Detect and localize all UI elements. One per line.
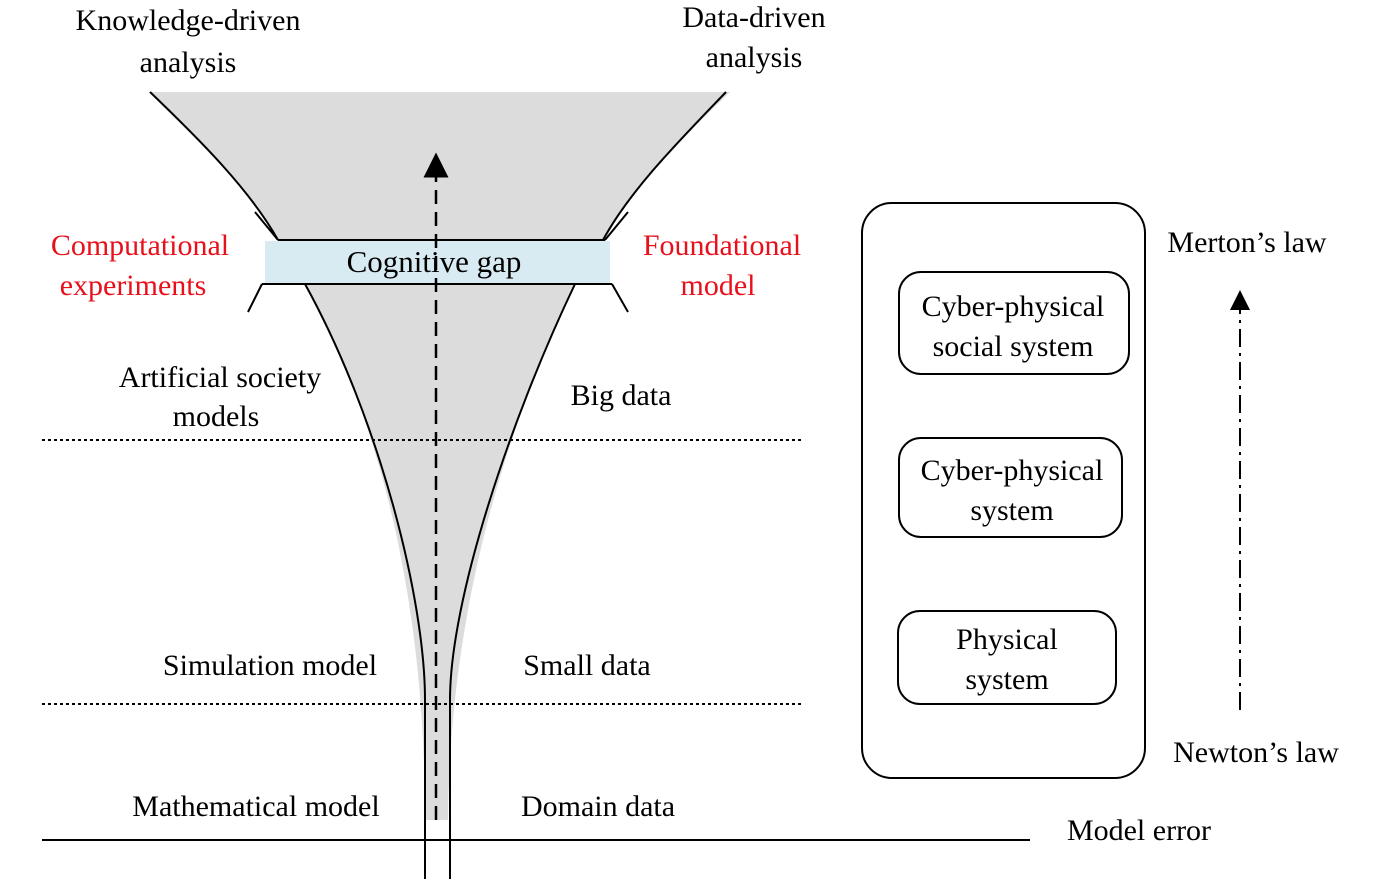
- cognitive-gap-label: Cognitive gap: [347, 244, 522, 279]
- physical-system-box: [897, 610, 1117, 705]
- physical-system-label-line1: Physical: [956, 623, 1058, 656]
- systems-panel: [861, 202, 1146, 779]
- cpss-label-line2: social system: [933, 330, 1094, 363]
- cognitive-gap-band: [265, 241, 610, 283]
- cps-label-line1: Cyber-physical: [921, 454, 1104, 487]
- domain-data-label: Domain data: [521, 790, 675, 823]
- gap-bracket-top-left: [254, 211, 279, 241]
- cyber-physical-system-box: [898, 437, 1123, 538]
- cps-label-line2: system: [970, 494, 1053, 527]
- funnel-lower-area: [305, 284, 575, 820]
- data-driven-label-line1: Data-driven: [682, 1, 825, 34]
- cpss-label-line1: Cyber-physical: [922, 290, 1105, 323]
- mertons-law-label: Merton’s law: [1167, 226, 1326, 259]
- mathematical-model-label: Mathematical model: [132, 790, 379, 823]
- computational-experiments-label-line1: Computational: [51, 229, 229, 262]
- funnel-lower-right-edge: [449, 283, 576, 879]
- model-error-label: Model error: [1067, 814, 1211, 847]
- big-data-label: Big data: [571, 379, 672, 412]
- funnel-upper-area: [150, 92, 730, 240]
- cyber-physical-social-system-box: [898, 271, 1130, 375]
- artificial-society-label-line1: Artificial society: [119, 361, 321, 394]
- funnel-upper-right-edge: [602, 91, 727, 241]
- small-data-label: Small data: [523, 649, 650, 682]
- gap-bracket-bottom-left: [247, 283, 263, 313]
- gap-bracket-top-right: [604, 211, 629, 241]
- newtons-law-label: Newton’s law: [1173, 736, 1339, 769]
- physical-system-label-line2: system: [965, 663, 1048, 696]
- artificial-society-label-line2: models: [173, 400, 260, 433]
- knowledge-driven-label-line1: Knowledge-driven: [76, 4, 301, 37]
- funnel-lower-left-edge: [304, 283, 426, 879]
- foundational-model-label-line2: model: [681, 269, 756, 302]
- simulation-model-label: Simulation model: [163, 649, 377, 682]
- computational-experiments-label-line2: experiments: [60, 269, 207, 302]
- foundational-model-label-line1: Foundational: [643, 229, 801, 262]
- data-driven-label-line2: analysis: [706, 41, 803, 74]
- knowledge-driven-label-line2: analysis: [140, 46, 237, 79]
- funnel-upper-left-edge: [149, 91, 279, 241]
- gap-bracket-bottom-right: [611, 283, 629, 313]
